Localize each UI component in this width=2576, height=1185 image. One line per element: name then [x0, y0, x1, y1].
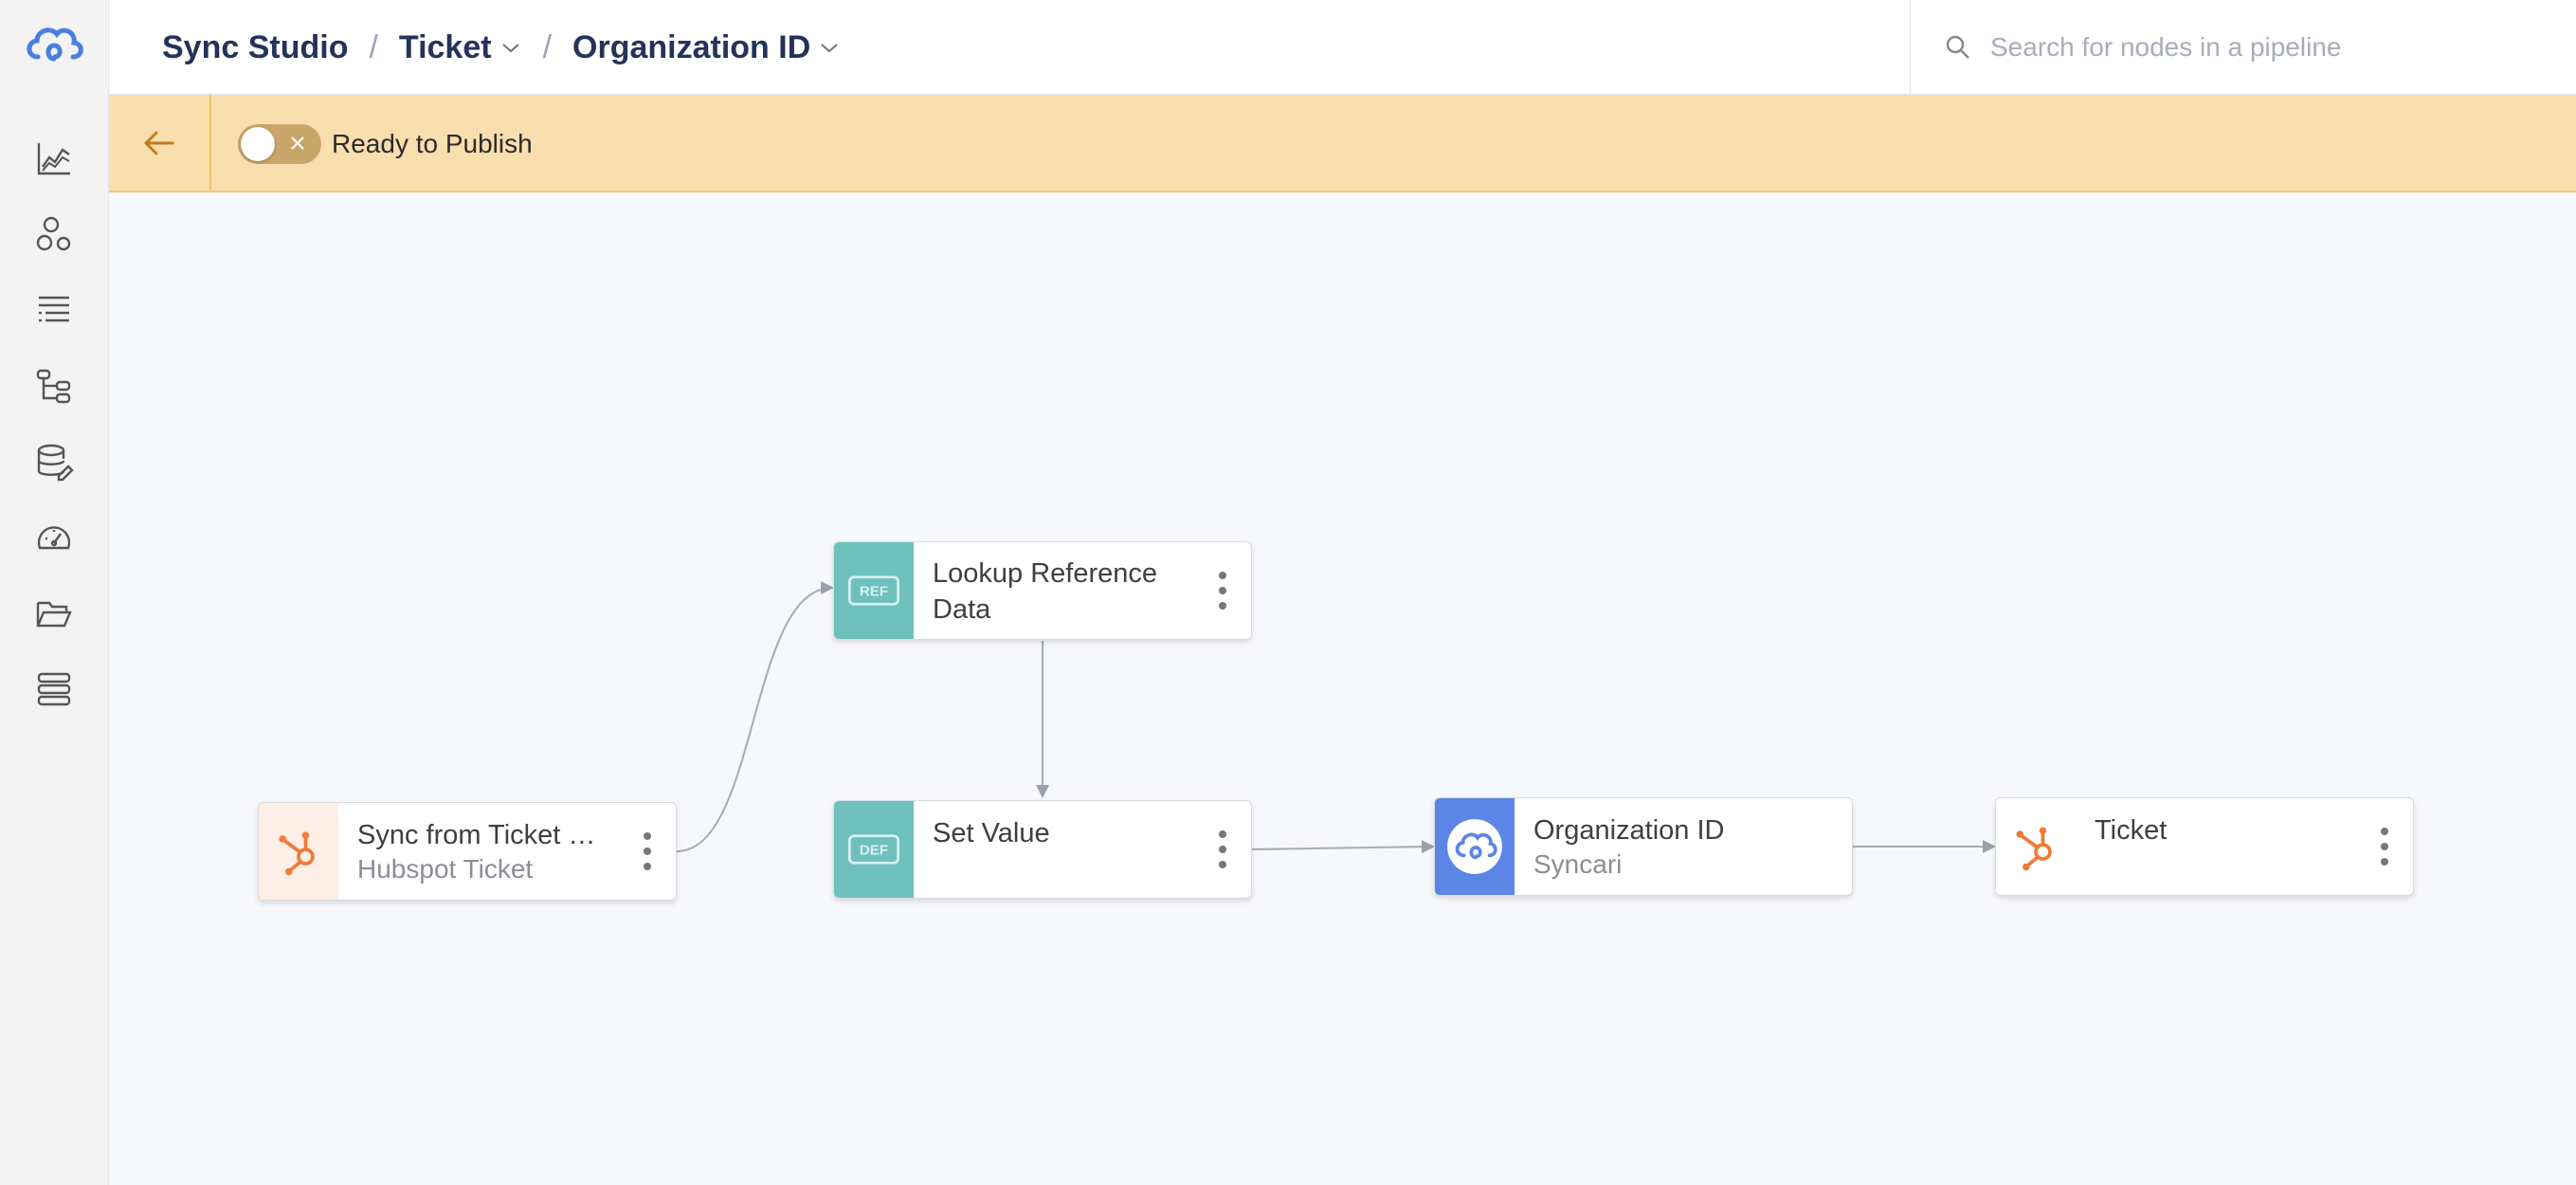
sidebar-item-entities[interactable] [28, 209, 80, 260]
pipeline-canvas[interactable] [109, 192, 2576, 1185]
breadcrumb-organization-id-label: Organization ID [572, 28, 811, 65]
node-ticket[interactable]: Ticket [1995, 797, 2414, 896]
sidebar-item-analytics[interactable] [28, 133, 80, 184]
more-vertical-icon [2381, 828, 2388, 866]
node-title: Ticket [2095, 815, 2168, 846]
stack-icon [37, 672, 71, 706]
sidebar-item-lists[interactable] [28, 284, 80, 336]
publish-toggle[interactable] [238, 124, 321, 164]
flow-icon [36, 369, 71, 404]
def-badge-icon: DEF [847, 834, 900, 865]
breadcrumb-ticket-label: Ticket [398, 28, 492, 65]
node-menu-button[interactable] [619, 803, 676, 900]
sidebar [0, 0, 109, 1185]
node-title: Lookup Reference Data [933, 558, 1157, 625]
breadcrumb-separator: / [369, 28, 378, 65]
list-icon [39, 296, 69, 322]
node-icon: REF [834, 542, 914, 639]
node-menu-button[interactable] [1194, 801, 1251, 898]
folder-icon [36, 601, 72, 628]
node-title: Sync from Ticket o... [357, 820, 602, 850]
node-menu-button[interactable] [1194, 542, 1251, 639]
breadcrumb-ticket-dropdown[interactable]: Ticket [399, 29, 522, 66]
top-header: Sync Studio / Ticket / Organization ID [109, 0, 2576, 95]
search-icon [1946, 35, 1969, 59]
svg-text:REF: REF [860, 584, 888, 600]
node-icon: DEF [834, 801, 914, 898]
toggle-knob [241, 127, 275, 161]
node-title: Set Value [933, 818, 1050, 848]
chevron-down-icon [501, 44, 519, 53]
node-menu-button[interactable] [2356, 798, 2413, 895]
node-search [1910, 0, 2576, 95]
hubspot-icon [279, 831, 315, 876]
node-icon [259, 803, 338, 900]
more-vertical-icon [1219, 572, 1226, 610]
node-lookup-reference-data[interactable]: REF Lookup Reference Data [833, 541, 1252, 640]
node-title: Organization ID [1533, 815, 1725, 846]
close-icon [291, 137, 304, 150]
node-subtitle: Hubspot Ticket [357, 854, 534, 884]
ref-badge-icon: REF [847, 575, 900, 606]
syncari-logo-icon[interactable] [21, 19, 87, 66]
more-vertical-icon [644, 832, 651, 870]
breadcrumb-separator: / [542, 28, 553, 65]
breadcrumb-organization-id-dropdown[interactable]: Organization ID [572, 29, 841, 66]
database-edit-icon [37, 444, 74, 482]
arrow-left-icon [144, 131, 174, 155]
node-icon [1435, 798, 1515, 895]
back-button[interactable] [109, 95, 211, 191]
search-input[interactable] [1990, 32, 2521, 63]
sidebar-item-stack[interactable] [28, 664, 80, 715]
dashboard-icon [37, 526, 71, 550]
breadcrumb-sync-studio[interactable]: Sync Studio [162, 28, 349, 65]
hubspot-icon [2016, 827, 2052, 871]
syncari-icon [1447, 819, 1502, 874]
more-vertical-icon [1219, 830, 1226, 868]
sidebar-item-pipelines[interactable] [28, 360, 80, 411]
sidebar-item-files[interactable] [28, 588, 80, 639]
sidebar-item-data[interactable] [28, 436, 80, 487]
publish-toggle-label: Ready to Publish [332, 128, 533, 158]
node-organization-id[interactable]: Organization ID Syncari [1434, 797, 1853, 896]
publish-banner: Ready to Publish [109, 95, 2576, 192]
svg-text:DEF: DEF [860, 843, 888, 859]
node-sync-from-ticket[interactable]: Sync from Ticket o... Hubspot Ticket [258, 802, 677, 901]
chevron-down-icon [821, 44, 838, 53]
node-set-value[interactable]: DEF Set Value [833, 800, 1252, 899]
breadcrumb: Sync Studio / Ticket / Organization ID [162, 0, 841, 95]
sidebar-item-dashboard[interactable] [28, 512, 80, 563]
node-subtitle: Syncari [1533, 849, 1623, 879]
entities-icon [36, 216, 71, 251]
node-icon [1996, 798, 2076, 895]
chart-icon [37, 143, 70, 175]
